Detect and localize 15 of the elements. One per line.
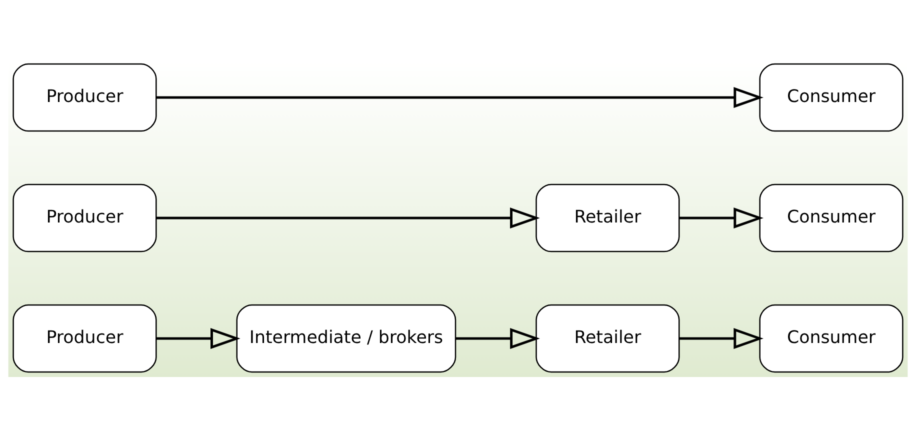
node-box: Consumer (759, 183, 904, 252)
arrow (680, 328, 764, 348)
arrow (156, 207, 540, 228)
node-box: Consumer (759, 304, 904, 372)
arrow (156, 86, 764, 108)
arrow (456, 328, 540, 348)
node-box: Producer (12, 183, 157, 252)
node-box: Intermediate / brokers (236, 304, 456, 372)
node-box: Consumer (759, 62, 904, 132)
node-box: Producer (12, 62, 157, 132)
arrow (156, 328, 240, 348)
node-box: Retailer (536, 183, 680, 252)
arrow (680, 207, 764, 228)
node-box: Retailer (536, 304, 680, 372)
node-box: Producer (12, 304, 157, 372)
